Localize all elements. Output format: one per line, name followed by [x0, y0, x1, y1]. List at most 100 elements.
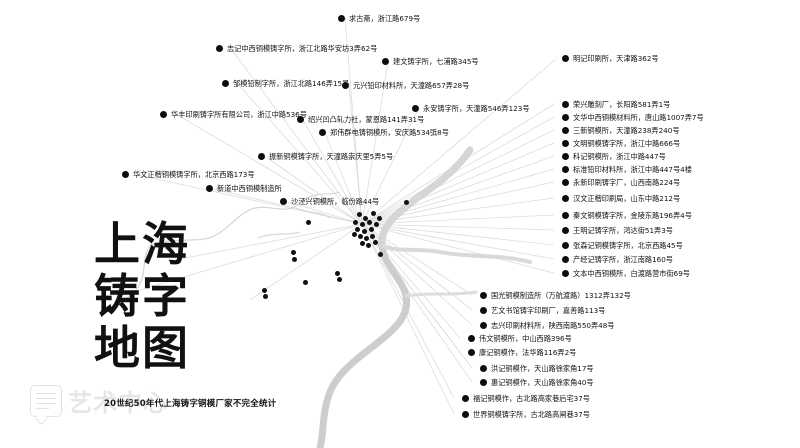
location-pin-icon — [562, 127, 569, 134]
location-pin-icon — [562, 270, 569, 277]
map-label: 伟文铜模所，中山西路396号 — [468, 334, 572, 343]
map-label: 艺文书馆铸字印刷厂，嘉善路113号 — [480, 306, 605, 315]
page-subtitle: 20世纪50年代上海铸字铜模厂家不完全统计 — [104, 399, 277, 409]
map-label: 志兴印刷材料所，陕西南路550弄48号 — [480, 321, 615, 330]
watermark-label: 艺术中心 — [68, 389, 168, 417]
map-label-text: 郑伟群电铸铜模所，安庆路534弤8号 — [330, 128, 449, 137]
location-pin-icon — [382, 58, 389, 65]
map-label-text: 秦文铜模铸字所，金陵东路196弄4号 — [573, 211, 692, 220]
map-dot — [366, 243, 371, 248]
map-dot — [369, 227, 374, 232]
map-label-text: 世界铜模铸字所，古北路高闸巷37号 — [473, 410, 590, 419]
document-badge-icon — [30, 384, 62, 417]
location-pin-icon — [562, 55, 569, 62]
map-dot — [352, 232, 357, 237]
map-label-text: 永新印刷铸字厂，山西南路224号 — [573, 178, 681, 187]
map-label-text: 文华中西铜模材料所，唐山路1007弄7号 — [573, 113, 704, 122]
map-label: 惠记铜模作，天山路徐家角40号 — [480, 378, 594, 387]
map-label: 康记铜模作，法华路116弄2号 — [468, 348, 576, 357]
map-dot — [262, 288, 267, 293]
map-label: 汉文正楷印刷局，山东中路212号 — [562, 194, 680, 203]
map-dot — [360, 241, 365, 246]
map-label-text: 华丰印刷铸字所有限公司，浙江中路536号 — [171, 110, 307, 119]
map-label-text: 永安铸字所，天潼路546弄123号 — [423, 104, 530, 113]
map-label: 绍兴凹凸轧力社，蒙恩路141弄31号 — [297, 115, 424, 124]
map-label: 世界铜模铸字所，古北路高闸巷37号 — [462, 410, 590, 419]
map-label: 文华中西铜模材料所，唐山路1007弄7号 — [562, 113, 704, 122]
location-pin-icon — [562, 212, 569, 219]
map-dot — [263, 294, 268, 299]
map-label-text: 伟文铜模所，中山西路396号 — [479, 334, 572, 343]
map-label: 华文正楷铜模铸字所，北京西路173号 — [122, 170, 255, 179]
map-label: 建文铸字所，七浦路345号 — [382, 57, 479, 66]
title-line-3: 地图 — [94, 321, 190, 375]
location-pin-icon — [480, 379, 487, 386]
map-label: 产经记铸字所，浙江南路160号 — [562, 255, 673, 264]
map-label-text: 国光铜模制造所（万航渡路）1312弄132号 — [491, 291, 631, 300]
map-dot — [370, 234, 375, 239]
location-pin-icon — [562, 101, 569, 108]
map-label-text: 沙泾兴铜模所，临份路44号 — [291, 197, 380, 206]
map-dot — [363, 216, 368, 221]
location-pin-icon — [562, 166, 569, 173]
map-label: 振新铜模铸字所，天潼路崇庆里5弄5号 — [258, 152, 393, 161]
map-label-text: 建文铸字所，七浦路345号 — [393, 57, 479, 66]
map-label: 求古斋，浙江路679号 — [338, 14, 420, 23]
map-dot — [337, 277, 342, 282]
location-pin-icon — [480, 292, 487, 299]
map-label-text: 科记铜模所，浙江中路447号 — [573, 152, 666, 161]
map-label-text: 标准铅印材料所，浙江中路447号4楼 — [573, 165, 692, 174]
location-pin-icon — [319, 129, 326, 136]
map-label: 邹模铅制字所，浙江北路146弄15号 — [222, 79, 349, 88]
location-pin-icon — [160, 111, 167, 118]
map-label-text: 志记中西铜模铸字所，浙江北路华安坊3弄62号 — [227, 44, 378, 53]
map-label-text: 惠记铜模作，天山路徐家角40号 — [491, 378, 594, 387]
page-title: 上海 铸字 地图 — [94, 218, 274, 374]
creeks — [257, 207, 331, 239]
huangpu-river — [316, 146, 532, 448]
map-label: 三新铜模所，天潼路238弄240号 — [562, 126, 680, 135]
map-label-text: 志兴印刷材料所，陕西南路550弄48号 — [491, 321, 615, 330]
map-label-text: 汉文正楷印刷局，山东中路212号 — [573, 194, 681, 203]
location-pin-icon — [122, 171, 129, 178]
map-label-text: 振新铜模铸字所，天潼路崇庆里5弄5号 — [269, 152, 394, 161]
location-pin-icon — [562, 227, 569, 234]
location-pin-icon — [562, 153, 569, 160]
location-pin-icon — [412, 105, 419, 112]
location-pin-icon — [562, 256, 569, 263]
map-label-text: 艺文书馆铸字印刷厂，嘉善路113号 — [491, 306, 606, 315]
map-label: 标准铅印材料所，浙江中路447号4楼 — [562, 165, 692, 174]
location-pin-icon — [462, 395, 469, 402]
map-label: 福记铜模作，古北路高家巷后宅37号 — [462, 394, 590, 403]
location-pin-icon — [462, 411, 469, 418]
map-label-text: 三新铜模所，天潼路238弄240号 — [573, 126, 680, 135]
location-pin-icon — [222, 80, 229, 87]
map-label: 永安铸字所，天潼路546弄123号 — [412, 104, 530, 113]
map-label-text: 洪记铜模作，天山路徐家角17号 — [491, 364, 594, 373]
map-dot — [358, 234, 363, 239]
map-label-text: 产经记铸字所，浙江南路160号 — [573, 255, 673, 264]
leader-lines — [119, 17, 557, 415]
location-pin-icon — [480, 365, 487, 372]
map-label: 元兴铅印材料所，天潼路657弄28号 — [342, 81, 469, 90]
map-label: 明记印刷所，天津路362号 — [562, 54, 659, 63]
map-label: 科记铜模所，浙江中路447号 — [562, 152, 666, 161]
location-pin-icon — [562, 179, 569, 186]
map-dot — [377, 216, 382, 221]
map-dot — [367, 220, 372, 225]
map-label: 荣兴雕刻厂，长阳路581弄1号 — [562, 100, 670, 109]
map-label-text: 新道中西铜模制造所 — [217, 184, 282, 193]
map-dot — [378, 252, 383, 257]
map-label: 文明铜模铸字所，浙江中路666号 — [562, 139, 680, 148]
map-label: 国光铜模制造所（万航渡路）1312弄132号 — [480, 291, 631, 300]
map-label-text: 明记印刷所，天津路362号 — [573, 54, 659, 63]
location-pin-icon — [562, 195, 569, 202]
map-label: 张森记铜模铸字所，北京西路45号 — [562, 241, 683, 250]
map-dot — [335, 271, 340, 276]
map-dot — [291, 250, 296, 255]
map-dot — [404, 200, 409, 205]
map-label: 华丰印刷铸字所有限公司，浙江中路536号 — [160, 110, 307, 119]
location-pin-icon — [206, 185, 213, 192]
map-label-text: 荣兴雕刻厂，长阳路581弄1号 — [573, 100, 671, 109]
